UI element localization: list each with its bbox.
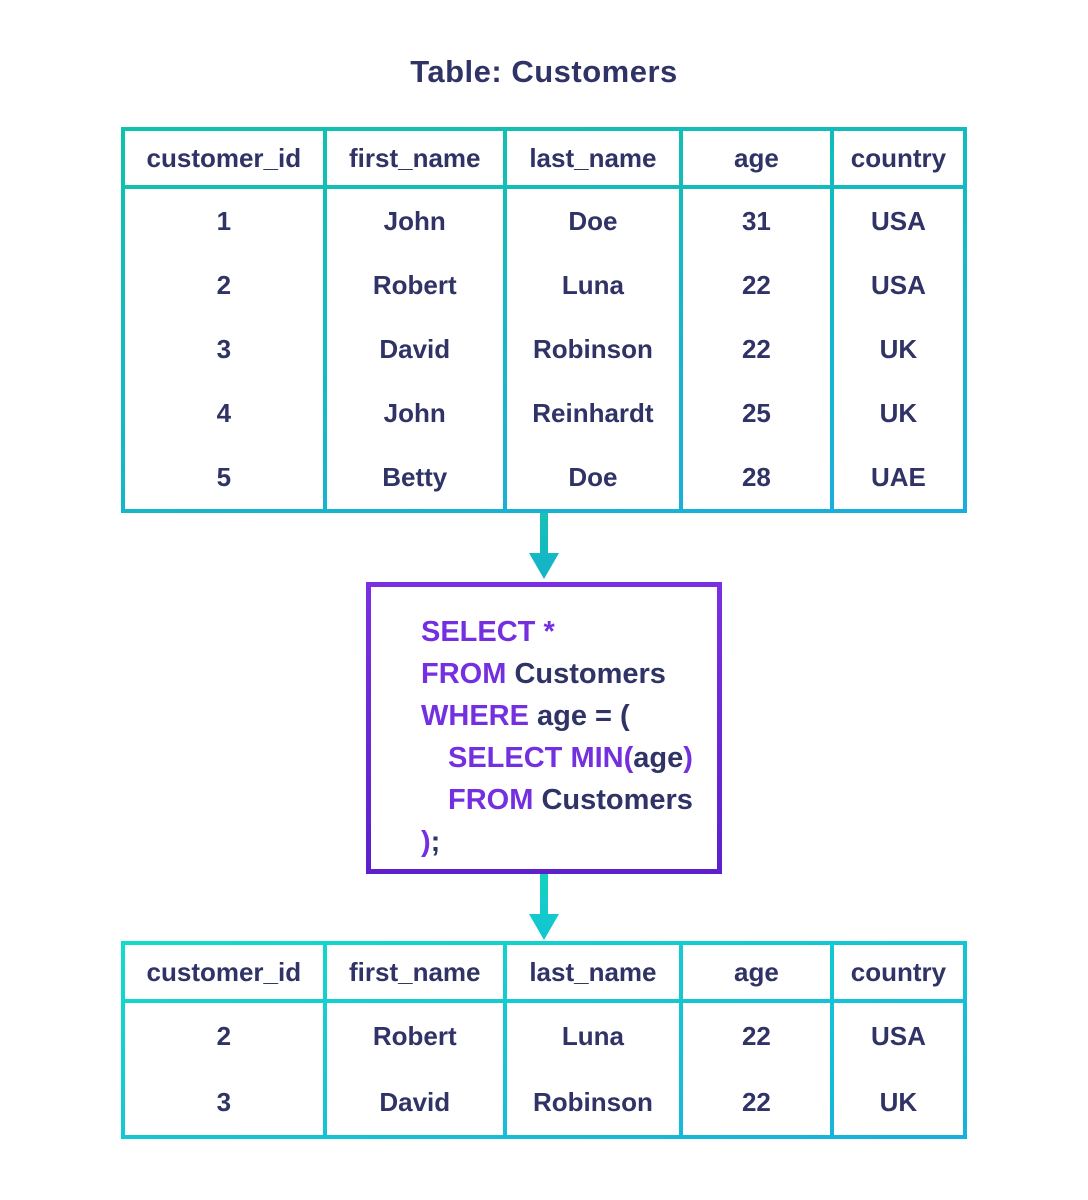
sql-line: SELECT * — [421, 611, 709, 653]
table-cell: Robinson — [506, 1069, 680, 1135]
column-header: customer_id — [125, 131, 323, 185]
arrow-down-icon — [529, 874, 559, 940]
table-cell: Luna — [506, 253, 680, 317]
arrow-down-icon — [529, 513, 559, 579]
sql-line: FROM Customers — [421, 653, 709, 695]
table-cell: 2 — [125, 253, 323, 317]
table-cell: 1 — [125, 189, 323, 253]
column-header: country — [833, 131, 963, 185]
table-cell: Robinson — [506, 317, 680, 381]
table-cell: 22 — [683, 1003, 830, 1069]
table-cell: 4 — [125, 381, 323, 445]
table-cell: Robert — [326, 253, 503, 317]
table-cell: 3 — [125, 317, 323, 381]
page-title: Table: Customers — [410, 54, 678, 89]
table-cell: Betty — [326, 445, 503, 509]
table-cell: Doe — [506, 189, 680, 253]
column-header: first_name — [326, 945, 503, 999]
sql-keyword-text: WHERE — [421, 700, 537, 732]
table-cell: 22 — [683, 1069, 830, 1135]
column-header: age — [683, 131, 830, 185]
sql-plain-text: ; — [430, 826, 441, 858]
table-cell: 22 — [683, 317, 830, 381]
table-cell: USA — [833, 1003, 963, 1069]
table-cell: 3 — [125, 1069, 323, 1135]
table-cell: UAE — [833, 445, 963, 509]
table-cell: David — [326, 317, 503, 381]
table-cell: UK — [833, 317, 963, 381]
table-cell: Reinhardt — [506, 381, 680, 445]
table-cell: Doe — [506, 445, 680, 509]
sql-keyword-text: FROM — [448, 784, 542, 816]
column-header: last_name — [506, 131, 680, 185]
column-header: age — [683, 945, 830, 999]
table-cell: UK — [833, 1069, 963, 1135]
table-cell: Robert — [326, 1003, 503, 1069]
sql-plain-text: age = ( — [537, 700, 630, 732]
sql-line: ); — [421, 821, 709, 863]
table-cell: 22 — [683, 253, 830, 317]
table-cell: 5 — [125, 445, 323, 509]
sql-line: SELECT MIN(age) — [421, 737, 709, 779]
sql-keyword-text: FROM — [421, 658, 515, 690]
table-cell: UK — [833, 381, 963, 445]
sql-plain-text: age — [633, 742, 684, 774]
sql-keyword-text: ) — [421, 826, 431, 858]
sql-keyword-text: SELECT MIN( — [448, 742, 634, 774]
table-cell: 31 — [683, 189, 830, 253]
column-header: country — [833, 945, 963, 999]
table-cell: 2 — [125, 1003, 323, 1069]
table-cell: Luna — [506, 1003, 680, 1069]
sql-keyword-text: SELECT * — [421, 616, 555, 648]
sql-line: WHERE age = ( — [421, 695, 709, 737]
table-cell: 28 — [683, 445, 830, 509]
table-cell: USA — [833, 253, 963, 317]
sql-line: FROM Customers — [421, 779, 709, 821]
sql-plain-text: Customers — [514, 658, 666, 690]
table-cell: John — [326, 381, 503, 445]
column-header: last_name — [506, 945, 680, 999]
column-header: first_name — [326, 131, 503, 185]
sql-keyword-text: ) — [683, 742, 693, 774]
table-cell: 25 — [683, 381, 830, 445]
column-header: customer_id — [125, 945, 323, 999]
table-cell: David — [326, 1069, 503, 1135]
table-cell: USA — [833, 189, 963, 253]
sql-plain-text: Customers — [541, 784, 693, 816]
table-cell: John — [326, 189, 503, 253]
